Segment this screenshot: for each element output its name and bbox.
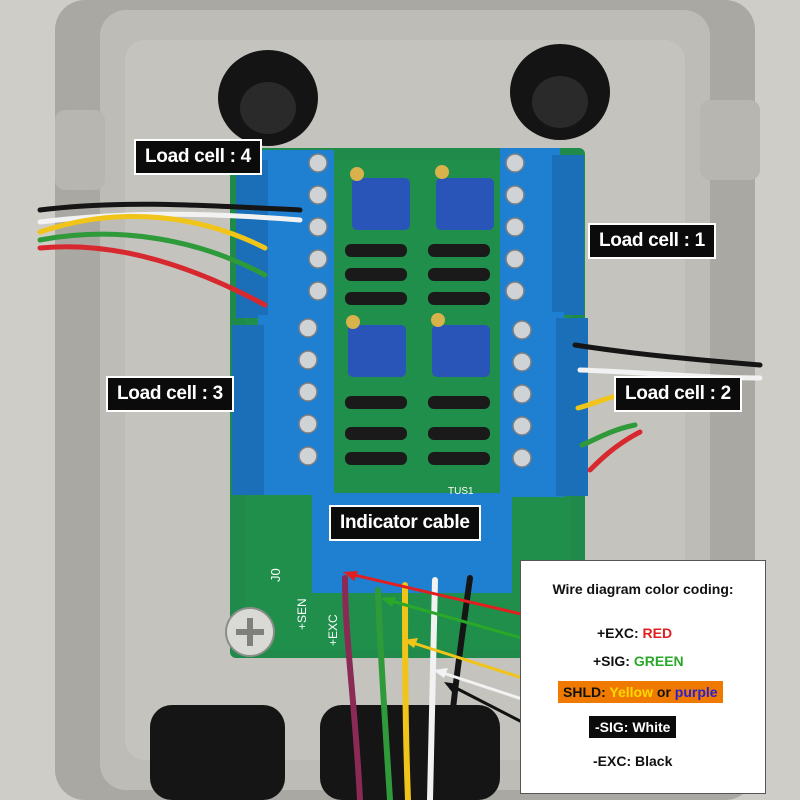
legend-shld-or: or bbox=[653, 684, 675, 700]
terminal-block-right-bottom bbox=[500, 312, 588, 497]
resistors bbox=[345, 244, 490, 465]
wires-load-cell-4 bbox=[37, 201, 303, 308]
label-load-cell-4: Load cell : 4 bbox=[134, 139, 262, 175]
legend-exc-plus-color: RED bbox=[642, 625, 673, 641]
legend-shld-prefix: SHLD: bbox=[563, 684, 610, 700]
terminal-screws bbox=[298, 153, 532, 468]
cable-gland-top-right bbox=[510, 44, 610, 140]
terminal-block-left-bottom bbox=[232, 315, 334, 495]
board-label-exc: +EXC bbox=[326, 614, 340, 646]
legend-sig-plus-color: GREEN bbox=[633, 653, 684, 669]
label-load-cell-3: Load cell : 3 bbox=[106, 376, 234, 412]
board-label-sen: +SEN bbox=[295, 598, 309, 630]
legend-shld-color2: purple bbox=[674, 684, 718, 700]
legend-exc-plus: +EXC: RED bbox=[597, 625, 672, 641]
board-label-j0: J0 bbox=[268, 568, 283, 582]
legend-sig-minus: -SIG: White bbox=[589, 716, 677, 738]
legend-sig-plus: +SIG: GREEN bbox=[593, 653, 684, 669]
board-label-tus: TUS1 bbox=[448, 486, 474, 497]
legend-shld-color1: Yellow bbox=[609, 684, 653, 700]
trimpots bbox=[346, 165, 494, 377]
cable-gland-bottom-left bbox=[150, 705, 285, 800]
label-load-cell-2: Load cell : 2 bbox=[614, 376, 742, 412]
cable-gland-bottom-right bbox=[320, 705, 500, 800]
label-load-cell-1: Load cell : 1 bbox=[588, 223, 716, 259]
wire-color-legend: Wire diagram color coding: +EXC: RED +SI… bbox=[520, 560, 766, 794]
mounting-screw bbox=[225, 607, 275, 657]
legend-sig-plus-prefix: +SIG: bbox=[593, 653, 634, 669]
legend-shld: SHLD: Yellow or purple bbox=[558, 681, 723, 703]
legend-exc-plus-prefix: +EXC: bbox=[597, 625, 643, 641]
cable-gland-top-left bbox=[218, 50, 318, 146]
legend-exc-minus: -EXC: Black bbox=[593, 753, 673, 769]
terminal-block-right-top bbox=[500, 148, 584, 316]
label-indicator-cable: Indicator cable bbox=[329, 505, 481, 541]
legend-title: Wire diagram color coding: bbox=[552, 581, 734, 597]
